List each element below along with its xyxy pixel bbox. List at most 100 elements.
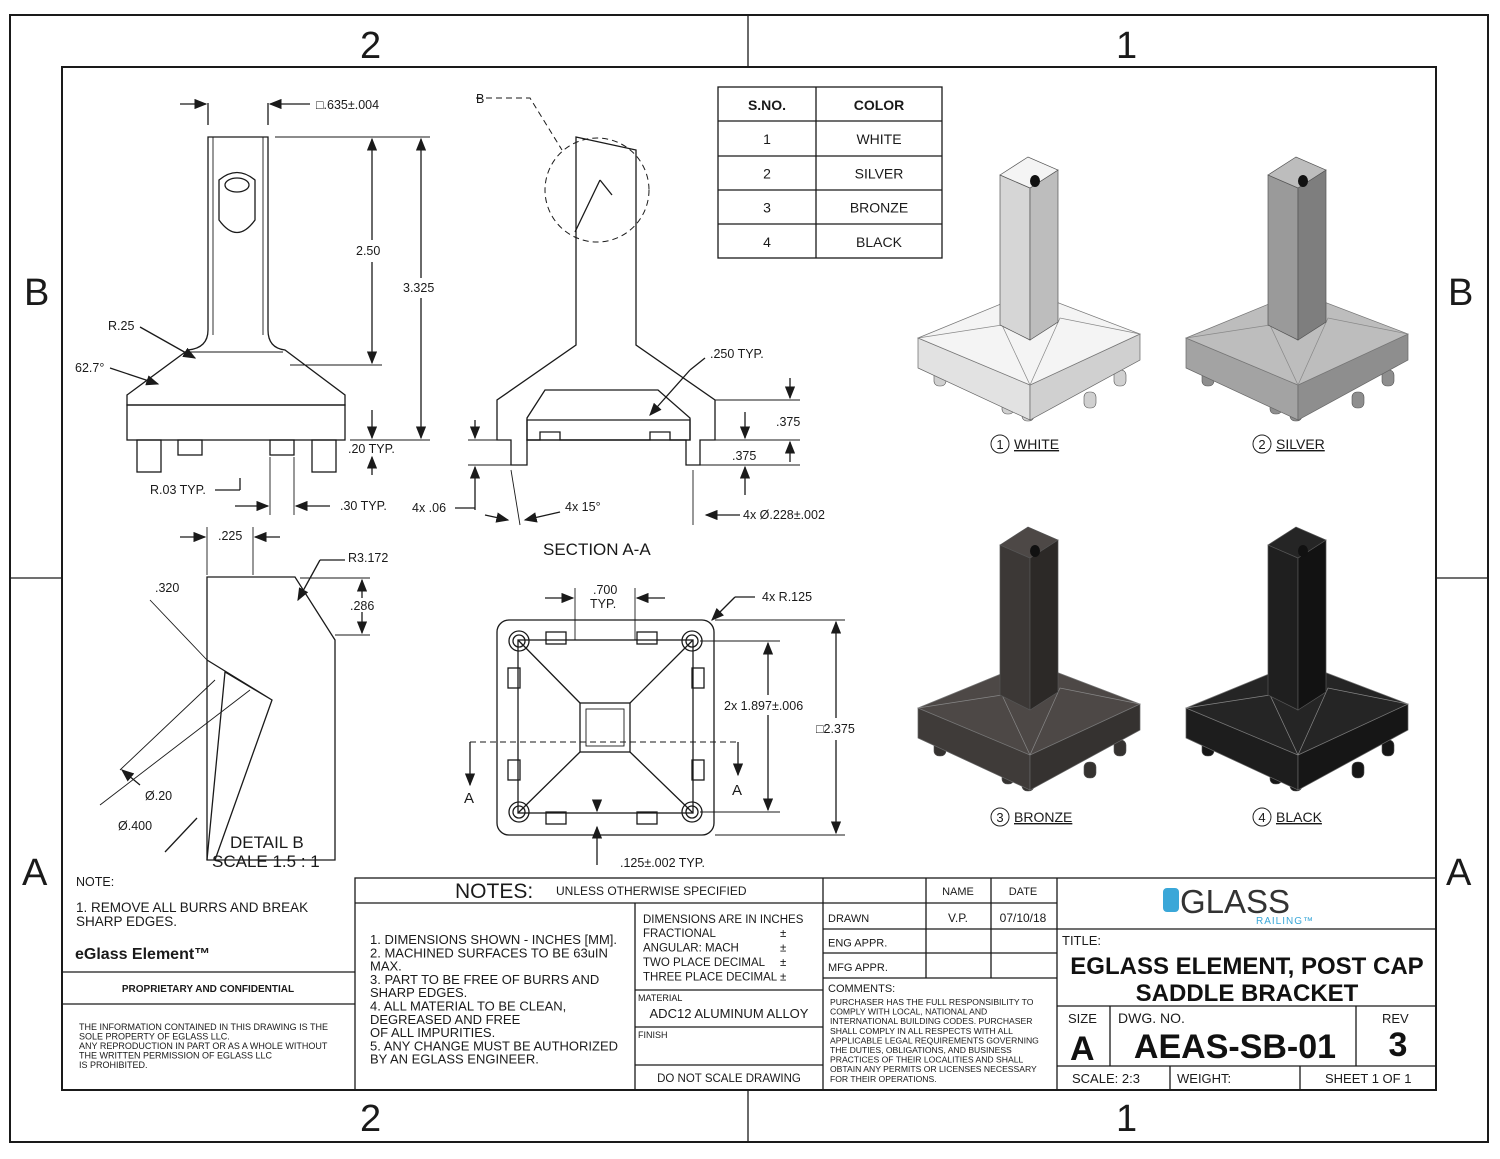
table-cell-sno: 3 [763, 200, 771, 216]
section-arrow-label-right: A [732, 782, 742, 799]
confidential-line: IS PROHIBITED. [79, 1060, 148, 1070]
render-white [917, 156, 1141, 422]
render-number-circle [1252, 434, 1272, 454]
left-note-heading: NOTE: [76, 875, 114, 889]
dim-rib-thickness: .125±.002 TYP. [620, 856, 705, 870]
note-line: 2. MACHINED SURFACES TO BE 63uIN [370, 945, 608, 960]
dim-hole-spacing: 2x 1.897±.006 [724, 699, 803, 713]
render-number-circle [990, 434, 1010, 454]
render-number: 1 [996, 437, 1003, 452]
note-line: SHARP EDGES. [370, 985, 467, 1000]
table-cell-sno: 1 [763, 131, 771, 147]
comment-line: THE DUTIES, OBLIGATIONS, AND BUSINESS [830, 1045, 1012, 1055]
dim-rib-spacing-typ: TYP. [590, 597, 616, 611]
weight-label: WEIGHT: [1177, 1071, 1231, 1086]
dwg-no-value: AEAS-SB-01 [1134, 1028, 1336, 1066]
detail-b-view: .320 .225 R3.172 .286 Ø.20 Ø.400 DETAIL … [99, 527, 388, 871]
zone-label-right-b: B [1448, 272, 1473, 314]
table-header-color: COLOR [854, 97, 905, 113]
zone-dividers [10, 15, 1488, 1142]
signoff-name: V.P. [948, 911, 968, 925]
scale-value: SCALE: 2:3 [1072, 1071, 1140, 1086]
tolerance-heading: DIMENSIONS ARE IN INCHES [643, 914, 804, 926]
render-number: 4 [1258, 810, 1265, 825]
product-name: eGlass Element™ [75, 946, 210, 963]
dim-corner-radius: 4x R.125 [762, 590, 812, 604]
render-post-front [1267, 174, 1299, 341]
table-cell-color: WHITE [856, 131, 901, 147]
drawing-title-line1: EGLASS ELEMENT, POST CAP [1070, 953, 1423, 980]
note-line: 1. DIMENSIONS SHOWN - INCHES [MM]. [370, 932, 617, 947]
render-foot [1083, 391, 1097, 409]
dwg-no-label: DWG. NO. [1118, 1010, 1185, 1026]
logo-subtext: RAILING™ [1256, 916, 1314, 927]
proprietary-label: PROPRIETARY AND CONFIDENTIAL [122, 984, 294, 995]
render-label: 4 BLACK [1252, 807, 1323, 827]
render-label: 1 WHITE [990, 434, 1059, 454]
render-post-front [1267, 544, 1299, 711]
section-title: SECTION A-A [543, 540, 651, 559]
render-foot [1351, 761, 1365, 779]
dim-draft-angle: 4x 15° [565, 500, 601, 514]
dim-total-height: 3.325 [403, 281, 434, 295]
size-value: A [1070, 1030, 1095, 1068]
note-line: OF ALL IMPURITIES. [370, 1025, 495, 1040]
comment-line: FOR THEIR OPERATIONS. [830, 1074, 937, 1084]
zone-label-top-1: 1 [1116, 25, 1137, 67]
render-foot [1351, 391, 1365, 409]
table-cell-color: BLACK [856, 234, 903, 250]
title-label: TITLE: [1062, 933, 1101, 948]
tolerance-plus-minus: ± [780, 943, 786, 955]
rev-value: 3 [1389, 1026, 1408, 1064]
comment-line: COMPLY WITH LOCAL, NATIONAL AND [830, 1007, 987, 1017]
dim-375-lower: .375 [732, 449, 756, 463]
dim-detail-radius: R3.172 [348, 551, 388, 565]
signoff-role: ENG APPR. [828, 938, 887, 950]
render-post-front [999, 544, 1031, 711]
render-color-name: WHITE [1014, 436, 1059, 452]
zone-label-top-2: 2 [360, 25, 381, 67]
render-post-hole [1298, 175, 1308, 187]
render-post-top [1267, 156, 1327, 189]
comment-line: INTERNATIONAL BUILDING CODES. PURCHASER [830, 1016, 1032, 1026]
note-line: 5. ANY CHANGE MUST BE AUTHORIZED [370, 1038, 618, 1053]
drawing-title-line2: SADDLE BRACKET [1136, 980, 1359, 1007]
render-color-name: BRONZE [1014, 809, 1072, 825]
dim-overall-size: □2.375 [816, 722, 855, 736]
notes-heading: NOTES: [455, 880, 533, 903]
detail-b-callout: B [476, 92, 484, 106]
dim-detail-width: .225 [218, 529, 242, 543]
bottom-view: .700 TYP. 4x R.125 2x 1.897±.006 □2.375 … [464, 583, 855, 870]
render-post-side [1297, 539, 1327, 711]
dim-375-upper: .375 [776, 415, 800, 429]
render-bronze [917, 526, 1141, 792]
render-post-hole [1030, 175, 1040, 187]
signoff-role: MFG APPR. [828, 962, 888, 974]
front-view: □.635±.004 2.50 3.325 R.25 62.7° .20 TYP… [75, 98, 434, 515]
render-color-name: BLACK [1276, 809, 1323, 825]
table-header-sno: S.NO. [748, 97, 786, 113]
render-post-side [1297, 169, 1327, 341]
dim-foot-radius: R.03 TYP. [150, 483, 206, 497]
tolerance-label: THREE PLACE DECIMAL [643, 972, 778, 984]
render-number: 2 [1258, 437, 1265, 452]
tolerance-label: TWO PLACE DECIMAL [643, 957, 766, 969]
title-block: NOTE: 1. REMOVE ALL BURRS AND BREAK SHAR… [62, 875, 1437, 1091]
zone-label-left-b: B [24, 272, 49, 314]
dim-foot-width: .30 TYP. [340, 499, 387, 513]
size-label: SIZE [1068, 1011, 1097, 1026]
dim-286: .286 [350, 599, 374, 613]
note-line: DEGREASED AND FREE [370, 1012, 521, 1027]
signoff-role: DRAWN [828, 913, 869, 925]
table-cell-sno: 4 [763, 234, 771, 250]
do-not-scale-note: DO NOT SCALE DRAWING [657, 1073, 801, 1085]
render-black [1185, 526, 1409, 792]
zone-label-right-a: A [1446, 852, 1472, 894]
comment-line: OBTAIN ANY PERMITS OR LICENSES NECESSARY [830, 1064, 1037, 1074]
render-post-top [999, 156, 1059, 189]
render-post-front [999, 174, 1031, 341]
